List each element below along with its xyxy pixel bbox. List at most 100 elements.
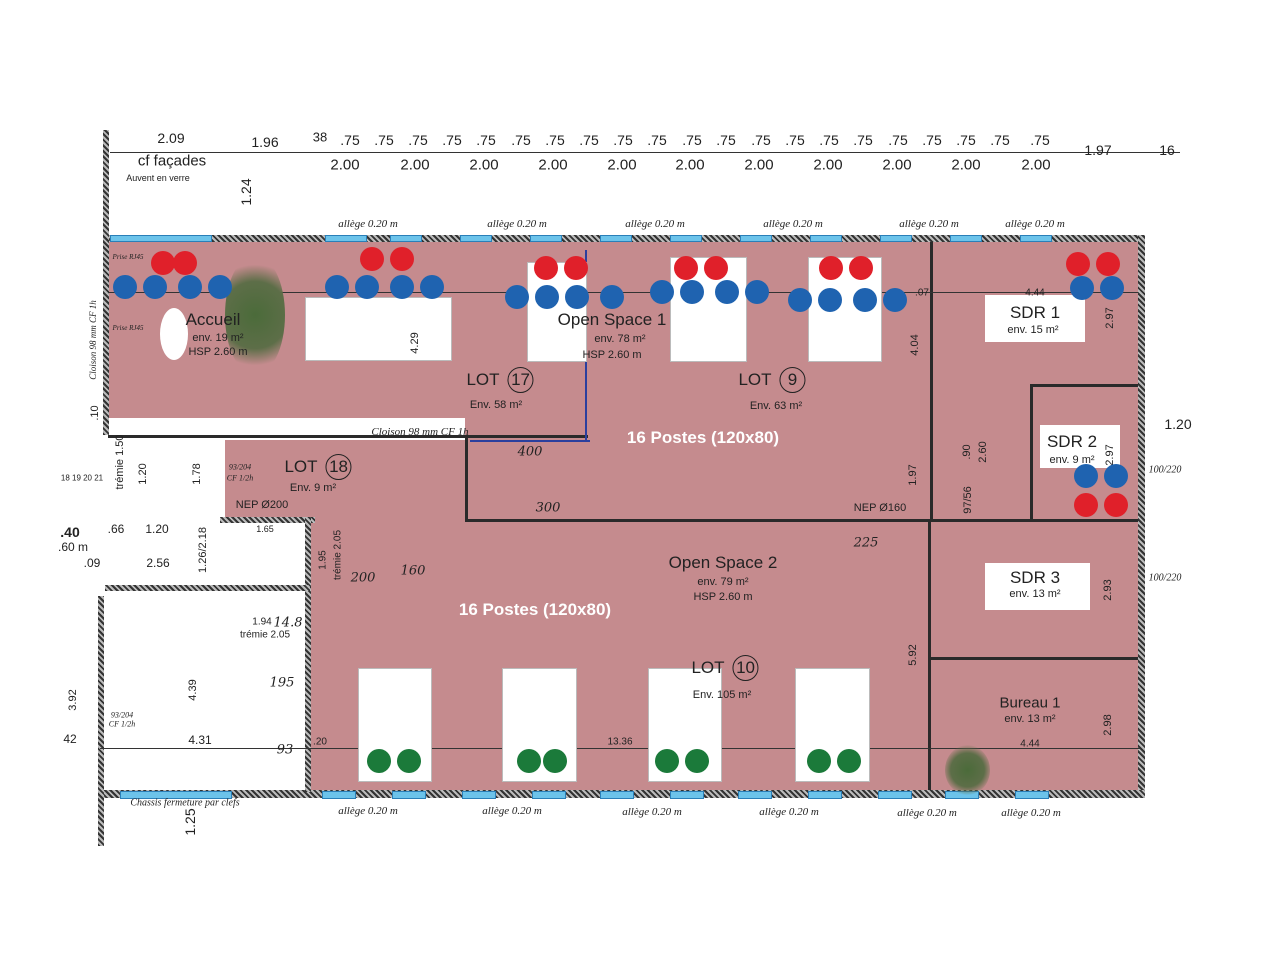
hand-300: 300 — [535, 500, 561, 516]
postes-label-top: 16 Postes (120x80) — [626, 428, 780, 447]
dim-90: .90 — [961, 444, 973, 460]
lot10-number: 10 — [732, 655, 759, 681]
window — [670, 791, 704, 799]
window — [390, 235, 422, 242]
dim-1-97: 1.97 — [907, 464, 919, 486]
red-outlet-dot — [1066, 252, 1090, 276]
hand-195: 195 — [269, 675, 295, 691]
allege-label: allège 0.20 m — [625, 218, 685, 230]
dim-2-00: 2.00 — [1021, 156, 1051, 174]
dim-0-75: .75 — [374, 132, 394, 148]
dim-0-75: .75 — [647, 132, 667, 148]
dim-2-60: 2.60 — [977, 441, 989, 463]
dim-1-78: 1.78 — [191, 463, 203, 485]
door-out-note: 100/220 — [1148, 464, 1182, 476]
postes-label-bottom: 16 Postes (120x80) — [458, 600, 612, 619]
blue-outlet-dot — [505, 285, 529, 309]
dim-13-36: 13.36 — [607, 736, 633, 748]
room-bureau1-area: env. 13 m² — [1004, 713, 1056, 725]
lot10-name: LOT — [691, 658, 725, 677]
wall-sdr3-bureau — [930, 657, 1138, 660]
room-open-space-1-area: env. 78 m² — [594, 333, 646, 345]
blue-outlet-dot — [535, 285, 559, 309]
window — [600, 791, 634, 799]
green-outlet-dot — [397, 749, 421, 773]
dim-1-20-right: 1.20 — [1164, 416, 1192, 432]
door-note-2: 93/204 — [110, 710, 134, 720]
room-sdr2-area: env. 9 m² — [1049, 454, 1095, 466]
room-accueil-area: env. 19 m² — [192, 332, 244, 344]
blue-outlet-dot — [818, 288, 842, 312]
window — [532, 791, 566, 799]
blue-outlet-dot — [715, 280, 739, 304]
red-outlet-dot — [819, 256, 843, 280]
dim-2-93: 2.93 — [1102, 579, 1114, 601]
dim-0-75: .75 — [888, 132, 908, 148]
blue-outlet-dot — [1100, 276, 1124, 300]
dim-1-95: 1.95 — [317, 550, 329, 570]
blue-outlet-dot — [883, 288, 907, 312]
room-sdr3-name: SDR 3 — [1009, 568, 1061, 587]
blue-outlet-dot — [1074, 464, 1098, 488]
allege-label: allège 0.20 m — [899, 218, 959, 230]
blue-outlet-dot — [113, 275, 137, 299]
blue-outlet-dot — [390, 275, 414, 299]
window — [462, 791, 496, 799]
lot17-area: Env. 58 m² — [469, 399, 523, 411]
window — [600, 235, 632, 242]
window — [460, 235, 492, 242]
green-outlet-dot — [685, 749, 709, 773]
cloison-note: Cloison 98 mm CF 1h — [371, 426, 469, 438]
accueil-oval — [160, 308, 188, 360]
dim-2-98: 2.98 — [1102, 714, 1114, 736]
allege-label: allège 0.20 m — [1001, 807, 1061, 819]
dim-0-75: .75 — [408, 132, 428, 148]
dim-2-00: 2.00 — [607, 156, 637, 174]
red-outlet-dot — [534, 256, 558, 280]
window — [808, 791, 842, 799]
window — [120, 791, 232, 799]
dim-4-31: 4.31 — [188, 733, 212, 747]
hand-200: 200 — [350, 570, 376, 586]
desk — [305, 297, 452, 361]
dim-2-00: 2.00 — [813, 156, 843, 174]
dim-0-75: .75 — [785, 132, 805, 148]
red-outlet-dot — [1096, 252, 1120, 276]
dim-2-97: 2.97 — [1104, 307, 1116, 329]
nep160-note: NEP Ø160 — [853, 502, 907, 514]
dim-1-20: 1.20 — [145, 522, 169, 536]
dim-2-00: 2.00 — [675, 156, 705, 174]
dim-38: 38 — [312, 129, 328, 145]
cloison-accueil — [108, 435, 588, 438]
dim-09: .09 — [83, 556, 101, 570]
window — [1015, 791, 1049, 799]
window — [738, 791, 772, 799]
dim-66: .66 — [107, 522, 125, 536]
blue-marker-line — [470, 440, 590, 442]
prise-note-2: Prise RJ45 — [112, 324, 144, 332]
blue-outlet-dot — [325, 275, 349, 299]
red-outlet-dot — [674, 256, 698, 280]
wall-lot18-right — [465, 438, 468, 520]
room-open-space-2-area: env. 79 m² — [697, 576, 749, 588]
red-outlet-dot — [704, 256, 728, 280]
green-outlet-dot — [807, 749, 831, 773]
window — [950, 235, 982, 242]
dim-5-92: 5.92 — [907, 644, 919, 666]
hand-225: 225 — [853, 535, 879, 551]
dim-0-75: .75 — [545, 132, 565, 148]
dim-2-56: 2.56 — [146, 556, 170, 570]
dim-07: .07 — [915, 287, 929, 299]
blue-outlet-dot — [650, 280, 674, 304]
red-outlet-dot — [173, 251, 197, 275]
window — [880, 235, 912, 242]
blue-outlet-dot — [1070, 276, 1094, 300]
blue-outlet-dot — [143, 275, 167, 299]
window — [810, 235, 842, 242]
blue-outlet-dot — [600, 285, 624, 309]
wall-lot18 — [220, 517, 315, 523]
cf-note: CF 1/2h — [226, 473, 254, 483]
allege-label: allège 0.20 m — [338, 218, 398, 230]
dim-2-00: 2.00 — [951, 156, 981, 174]
dim-4-04: 4.04 — [909, 334, 921, 356]
